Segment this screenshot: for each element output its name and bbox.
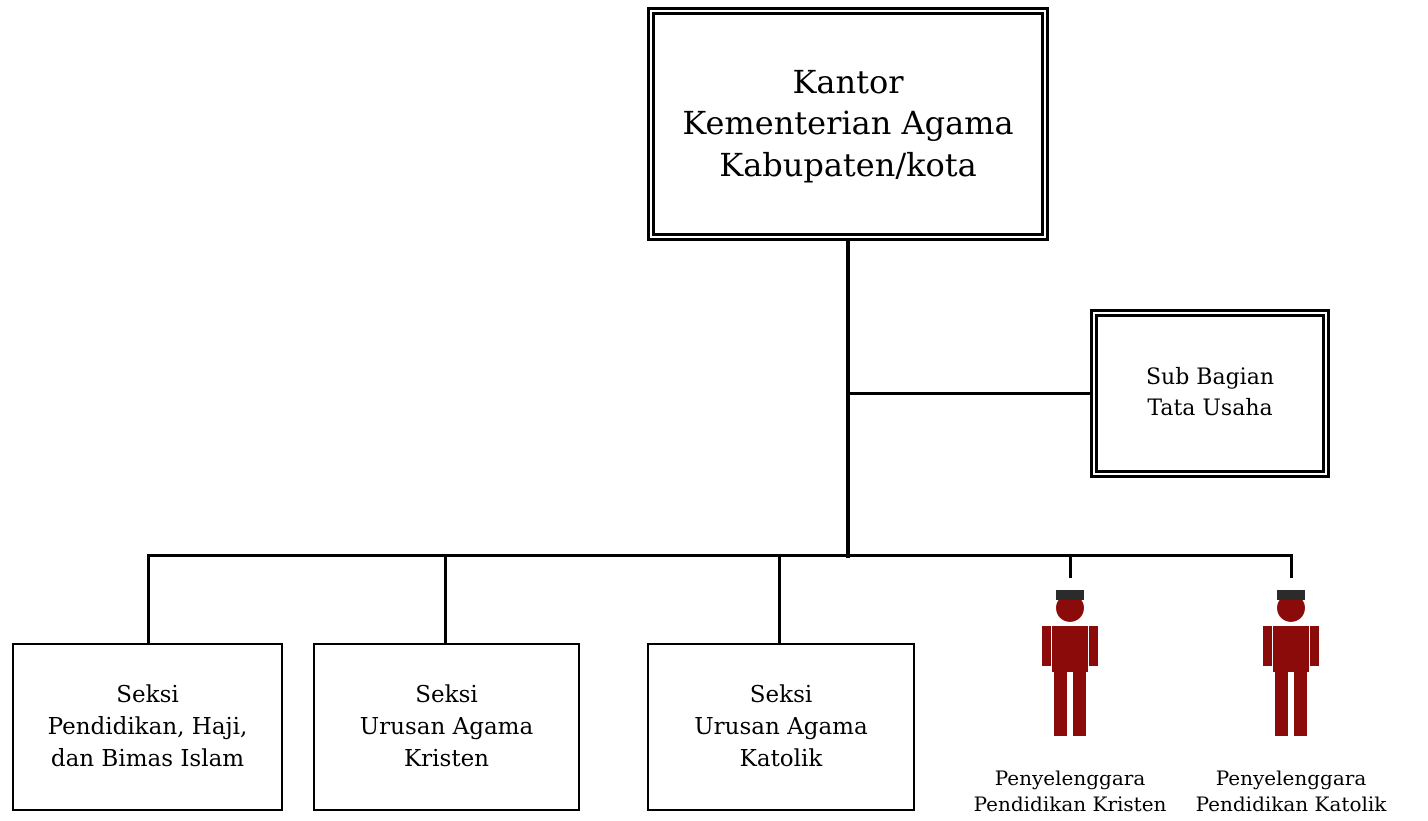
connector-staff-branch [846,392,1092,395]
connector-official-1 [1069,554,1072,578]
person-icon [1263,590,1319,736]
connector-section-2 [444,554,447,644]
person-icon [1042,590,1098,736]
head-office-box: Kantor Kementerian Agama Kabupaten/kota [647,7,1049,241]
section-box-islam: Seksi Pendidikan, Haji, dan Bimas Islam [12,643,283,811]
section-box-katolik: Seksi Urusan Agama Katolik [647,643,915,811]
staff-unit-box: Sub Bagian Tata Usaha [1090,309,1330,478]
connector-official-2 [1290,554,1293,578]
section-label-kristen: Seksi Urusan Agama Kristen [359,681,534,773]
connector-section-3 [778,554,781,644]
connector-head-trunk [846,240,850,558]
section-box-kristen: Seksi Urusan Agama Kristen [313,643,580,811]
official-label-kristen: Penyelenggara Pendidikan Kristen [973,766,1167,816]
connector-bottom-bus [147,554,1293,557]
official-label-katolik: Penyelenggara Pendidikan Katolik [1195,766,1387,816]
section-label-islam: Seksi Pendidikan, Haji, dan Bimas Islam [47,681,248,773]
connector-section-1 [147,554,150,644]
head-office-label: Kantor Kementerian Agama Kabupaten/kota [682,62,1014,184]
staff-unit-label: Sub Bagian Tata Usaha [1145,364,1274,421]
section-label-katolik: Seksi Urusan Agama Katolik [694,681,868,773]
